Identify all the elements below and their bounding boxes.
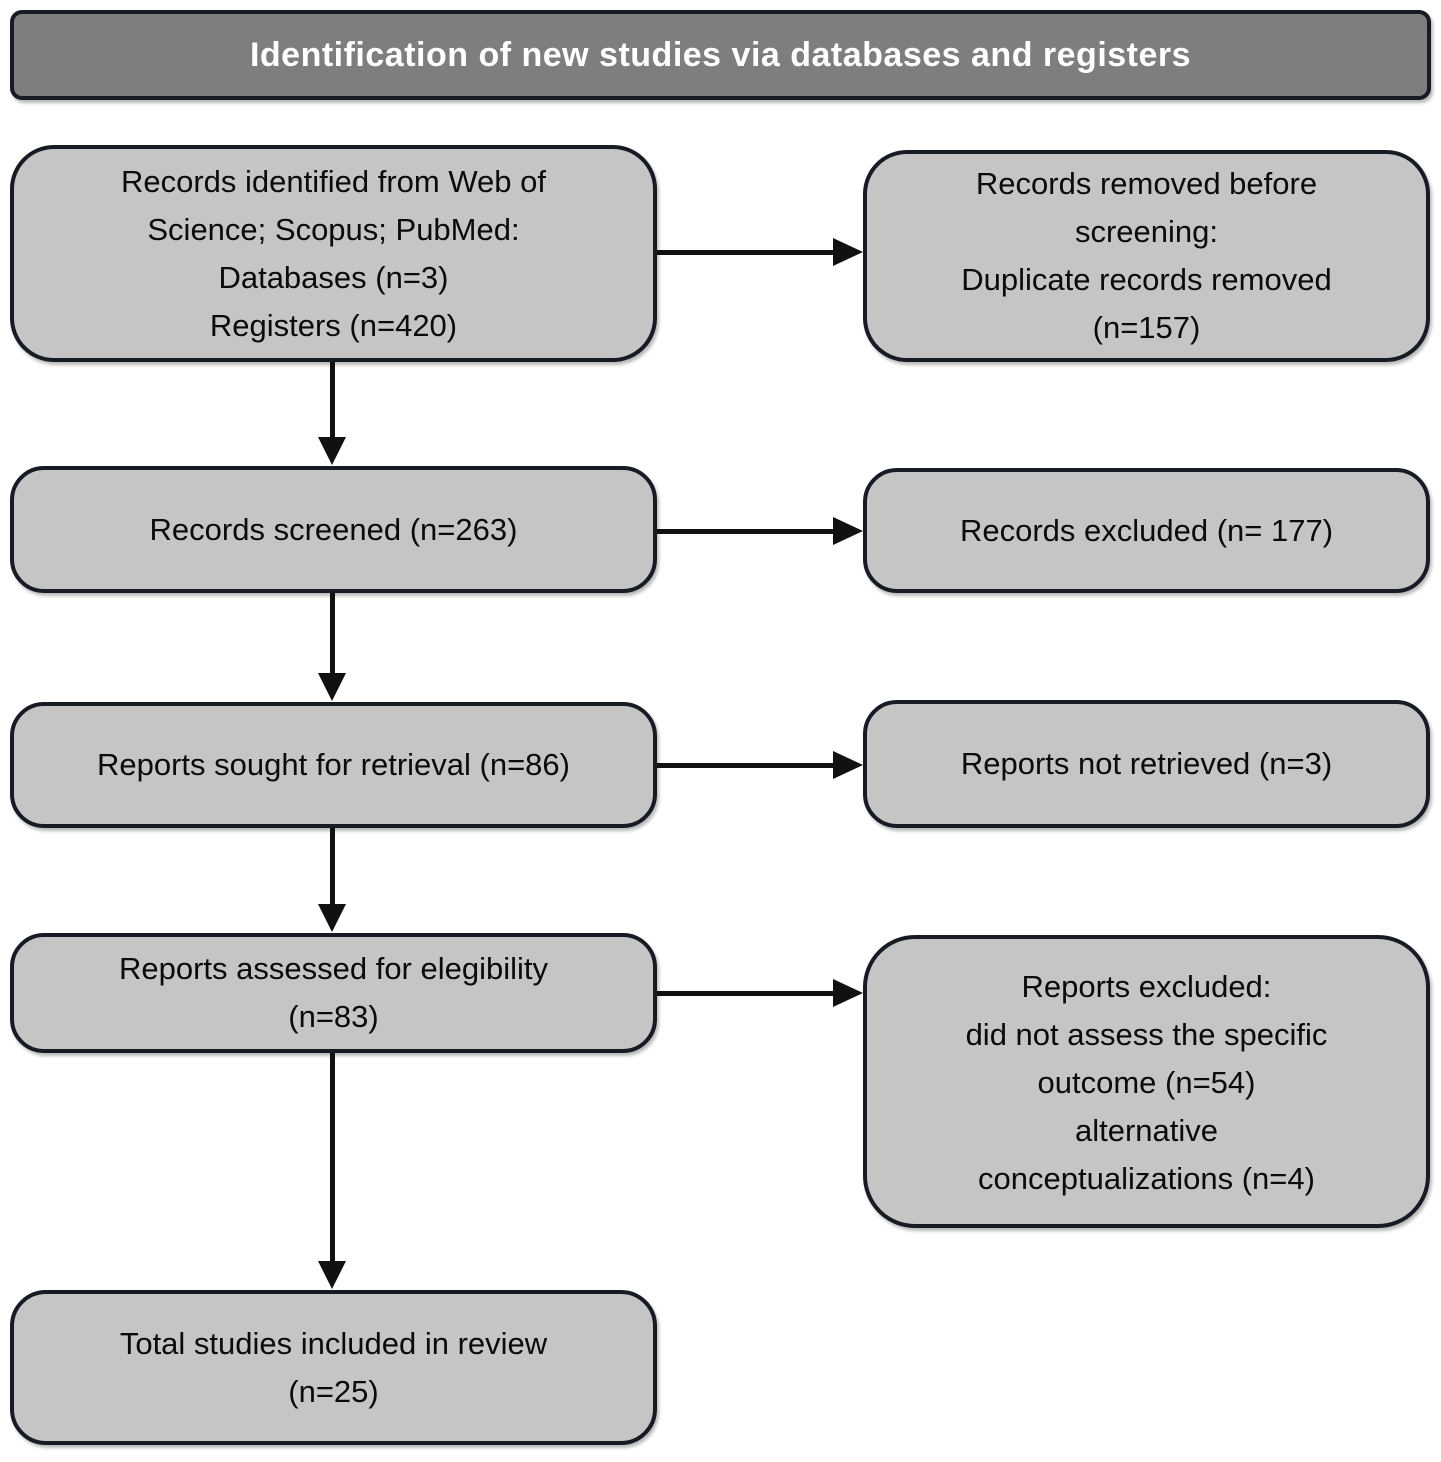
diagram-title-bar: Identification of new studies via databa… [10, 10, 1431, 100]
box-reports-not-retrieved: Reports not retrieved (n=3) [863, 700, 1430, 828]
box-records-screened: Records screened (n=263) [10, 466, 657, 593]
box-records-identified: Records identified from Web of Science; … [10, 145, 657, 362]
arrow-identified-to-screened [318, 362, 346, 465]
arrow-identified-to-removed [657, 238, 863, 266]
box-records-removed-before-screening: Records removed before screening: Duplic… [863, 150, 1430, 362]
box-reports-sought-for-retrieval: Reports sought for retrieval (n=86) [10, 702, 657, 828]
arrow-screened-to-sought [318, 593, 346, 701]
arrow-assessed-to-included [318, 1053, 346, 1289]
arrow-sought-to-not-retrieved [657, 751, 863, 779]
arrow-sought-to-assessed [318, 828, 346, 932]
box-reports-excluded-reasons: Reports excluded: did not assess the spe… [863, 935, 1430, 1228]
arrow-screened-to-excluded [657, 517, 863, 545]
box-records-excluded: Records excluded (n= 177) [863, 468, 1430, 593]
arrow-assessed-to-excluded-reasons [657, 979, 863, 1007]
box-total-studies-included: Total studies included in review (n=25) [10, 1290, 657, 1445]
diagram-title: Identification of new studies via databa… [249, 35, 1192, 74]
box-reports-assessed-for-eligibility: Reports assessed for elegibility (n=83) [10, 933, 657, 1053]
